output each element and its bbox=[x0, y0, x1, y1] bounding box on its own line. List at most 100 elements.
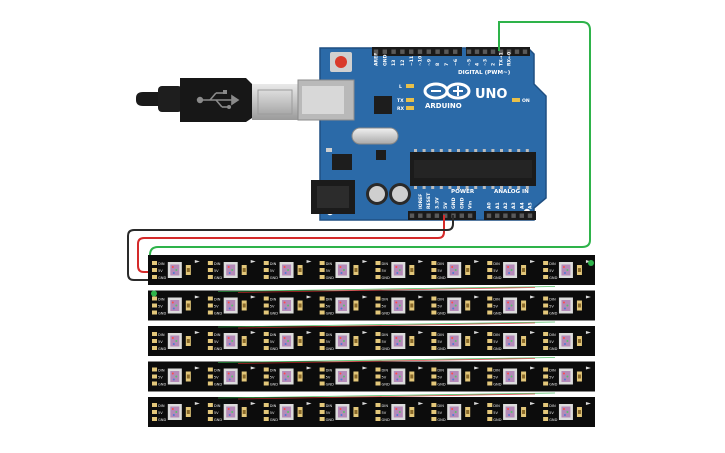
header-pin-socket[interactable] bbox=[443, 213, 448, 218]
solder-pad bbox=[207, 310, 213, 315]
pad-label: DIN bbox=[270, 262, 277, 266]
solder-pad bbox=[375, 332, 381, 336]
header-pin-socket[interactable] bbox=[503, 213, 508, 218]
pad-label: GND bbox=[549, 383, 557, 387]
power-pin-label: Vin bbox=[468, 201, 474, 209]
reset-button-cap[interactable] bbox=[335, 56, 347, 68]
direction-arrow-icon bbox=[306, 295, 312, 299]
pad-label: DIN bbox=[493, 369, 500, 373]
digital-pins[interactable] bbox=[373, 49, 528, 54]
header-pin-socket[interactable] bbox=[459, 213, 464, 218]
header-pin-socket[interactable] bbox=[467, 213, 473, 218]
led-strip-row[interactable]: DIN5VGNDDIN5VGNDDIN5VGNDDIN5VGNDDIN5VGND… bbox=[148, 290, 595, 321]
digital-pin-socket[interactable] bbox=[435, 49, 440, 54]
pad-label: GND bbox=[382, 383, 390, 387]
chain-data-trace bbox=[217, 321, 556, 328]
pad-label: GND bbox=[214, 312, 222, 316]
power-pin-label: IOREF bbox=[418, 194, 424, 209]
pad-label: 5V bbox=[493, 340, 498, 344]
solder-pad bbox=[152, 417, 157, 421]
connection-point[interactable] bbox=[588, 260, 594, 266]
led-strip-row[interactable]: DIN5VGNDDIN5VGNDDIN5VGNDDIN5VGNDDIN5VGND… bbox=[148, 361, 595, 392]
digital-pin-socket[interactable] bbox=[522, 49, 528, 54]
digital-pin-socket[interactable] bbox=[417, 49, 423, 54]
solder-pad bbox=[152, 367, 157, 372]
digital-pin-socket[interactable] bbox=[409, 49, 414, 54]
digital-pin-socket[interactable] bbox=[466, 49, 472, 54]
digital-pin-socket[interactable] bbox=[426, 49, 431, 54]
digital-pin-socket[interactable] bbox=[400, 49, 405, 54]
pad-label: 5V bbox=[326, 376, 331, 380]
usb-cable[interactable] bbox=[136, 78, 298, 122]
pad-label: DIN bbox=[214, 298, 221, 302]
pad-label: DIN bbox=[549, 298, 556, 302]
solder-pad bbox=[375, 261, 381, 265]
header-pin-socket[interactable] bbox=[511, 213, 516, 218]
solder-pad bbox=[431, 381, 437, 386]
header-pin-socket[interactable] bbox=[418, 213, 423, 218]
digital-pin-socket[interactable] bbox=[382, 49, 387, 54]
solder-pad bbox=[263, 296, 269, 301]
solder-pad bbox=[543, 410, 549, 414]
digital-pin-socket[interactable] bbox=[498, 49, 504, 54]
pad-label: DIN bbox=[326, 262, 333, 266]
digital-pin-socket[interactable] bbox=[453, 49, 458, 54]
pad-label: DIN bbox=[382, 333, 389, 337]
digital-pin-socket[interactable] bbox=[373, 49, 379, 54]
power-wire[interactable] bbox=[137, 215, 445, 273]
pad-label: DIN bbox=[158, 369, 165, 373]
digital-pin-socket[interactable] bbox=[391, 49, 396, 54]
solder-pad bbox=[152, 261, 157, 265]
solder-pad bbox=[319, 268, 325, 272]
direction-arrow-icon bbox=[474, 366, 480, 370]
led-strip-row[interactable]: DIN5VGNDDIN5VGNDDIN5VGNDDIN5VGNDDIN5VGND… bbox=[148, 397, 595, 427]
header-pin-socket[interactable] bbox=[527, 213, 533, 218]
digital-pin-socket[interactable] bbox=[514, 49, 520, 54]
pad-label: GND bbox=[158, 383, 166, 387]
data-wire[interactable] bbox=[149, 21, 591, 262]
led-strip-row[interactable]: DIN5VGNDDIN5VGNDDIN5VGNDDIN5VGNDDIN5VGND… bbox=[148, 255, 595, 285]
solder-pad bbox=[375, 410, 381, 414]
direction-arrow-icon bbox=[474, 295, 480, 299]
digital-pin-socket[interactable] bbox=[482, 49, 488, 54]
solder-pad bbox=[487, 296, 493, 301]
ground-wire[interactable] bbox=[127, 215, 454, 281]
solder-pad bbox=[152, 332, 157, 336]
digital-pin-socket[interactable] bbox=[444, 49, 449, 54]
pad-label: DIN bbox=[382, 369, 389, 373]
direction-arrow-icon bbox=[530, 366, 536, 370]
header-pin-socket[interactable] bbox=[409, 213, 415, 218]
direction-arrow-icon bbox=[530, 260, 536, 263]
header-pin-socket[interactable] bbox=[486, 213, 492, 218]
header-pin-socket[interactable] bbox=[434, 213, 440, 218]
header-pin-socket[interactable] bbox=[519, 213, 524, 218]
solder-pad bbox=[152, 410, 157, 414]
power-analog-pins[interactable] bbox=[409, 213, 533, 218]
digital-pin-socket[interactable] bbox=[474, 49, 480, 54]
strip-pcb bbox=[148, 361, 595, 392]
pad-label: GND bbox=[493, 347, 501, 351]
digital-pin-socket[interactable] bbox=[506, 49, 512, 54]
header-pin-socket[interactable] bbox=[495, 213, 500, 218]
pad-label: DIN bbox=[326, 298, 333, 302]
header-pin-socket[interactable] bbox=[426, 213, 431, 218]
solder-pad bbox=[207, 417, 213, 421]
solder-pad bbox=[543, 381, 549, 386]
solder-pad bbox=[263, 367, 269, 372]
led-on bbox=[512, 98, 520, 102]
solder-pad bbox=[375, 296, 381, 301]
board-model: UNO bbox=[475, 87, 508, 102]
pad-label: DIN bbox=[158, 404, 165, 408]
connection-point[interactable] bbox=[151, 290, 157, 297]
pad-label: DIN bbox=[270, 298, 277, 302]
wires bbox=[127, 21, 591, 281]
digital-header-right bbox=[466, 47, 530, 56]
direction-arrow-icon bbox=[306, 402, 312, 405]
led-strip-row[interactable]: DIN5VGNDDIN5VGNDDIN5VGNDDIN5VGNDDIN5VGND… bbox=[148, 326, 595, 356]
pad-label: 5V bbox=[270, 305, 275, 309]
solder-pad bbox=[431, 261, 437, 265]
pad-label: GND bbox=[437, 383, 445, 387]
strip-pcb bbox=[148, 290, 595, 321]
digital-pin-socket[interactable] bbox=[490, 49, 496, 54]
